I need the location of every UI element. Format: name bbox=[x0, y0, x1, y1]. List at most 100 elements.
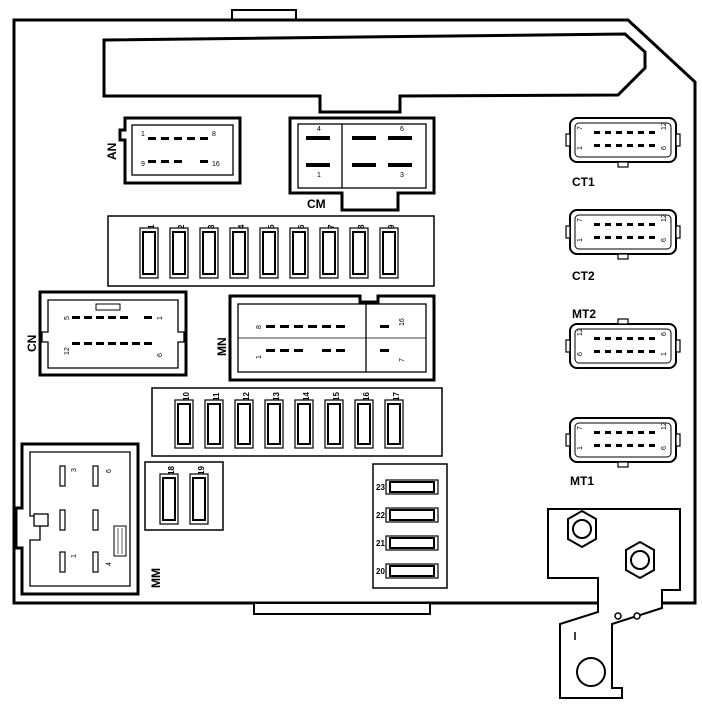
fuse-label: 22 bbox=[376, 511, 385, 520]
fuse-21[interactable] bbox=[389, 537, 435, 549]
mn-pin-label: 16 bbox=[399, 318, 406, 326]
connector-label-an: AN bbox=[105, 143, 119, 160]
fuse-label: 14 bbox=[302, 392, 311, 401]
fuse-9[interactable] bbox=[382, 231, 396, 275]
connector-pin-label: 12 bbox=[661, 214, 668, 222]
fuse-label: 18 bbox=[167, 466, 176, 475]
connector-key bbox=[617, 161, 629, 168]
connector-latch bbox=[565, 433, 571, 447]
cm-pin-label: 6 bbox=[400, 126, 404, 133]
fuse-label: 2 bbox=[177, 224, 186, 229]
connector-pin bbox=[616, 236, 622, 239]
connector-pin-label: 7 bbox=[577, 426, 584, 430]
connector-pin bbox=[627, 337, 633, 340]
fuse-7[interactable] bbox=[322, 231, 336, 275]
connector-pin bbox=[605, 223, 611, 226]
connector-pin bbox=[649, 131, 655, 134]
fuse-label: 4 bbox=[237, 224, 246, 229]
fuse-1[interactable] bbox=[142, 231, 156, 275]
cm-pin-label: 1 bbox=[317, 172, 321, 179]
fuse-label: 7 bbox=[327, 224, 336, 229]
mn-pins bbox=[266, 325, 389, 352]
connector-pin bbox=[638, 350, 644, 353]
connector-pin bbox=[638, 131, 644, 134]
fuse-14[interactable] bbox=[297, 403, 311, 445]
connector-cm: 4 6 1 3 CM bbox=[288, 116, 436, 212]
cm-pin-label: 4 bbox=[317, 126, 321, 133]
connector-pin-label: 6 bbox=[661, 146, 668, 150]
connector-label-ct2: CT2 bbox=[572, 269, 595, 283]
fuse-10[interactable] bbox=[177, 403, 191, 445]
fuse-6[interactable] bbox=[292, 231, 306, 275]
fuse-label: 11 bbox=[212, 392, 221, 401]
connector-label-mt2: MT2 bbox=[572, 307, 596, 321]
connector-pin bbox=[638, 431, 644, 434]
connector-pin-label: 1 bbox=[577, 238, 584, 242]
mn-pin-label: 7 bbox=[399, 358, 406, 362]
fuse-5[interactable] bbox=[262, 231, 276, 275]
connector-pin bbox=[638, 144, 644, 147]
connector-label-cn: CN bbox=[25, 335, 39, 352]
fuse-11[interactable] bbox=[207, 403, 221, 445]
ground-bolt-2 bbox=[625, 540, 655, 580]
connector-latch bbox=[675, 433, 681, 447]
connector-pin bbox=[638, 337, 644, 340]
fuse-label: 9 bbox=[387, 224, 396, 229]
connector-pin-label: 7 bbox=[577, 126, 584, 130]
fuse-label: 8 bbox=[357, 224, 366, 229]
connector-pin bbox=[627, 431, 633, 434]
fuse-label: 19 bbox=[197, 466, 206, 475]
connector-mn: 8 16 1 7 MN bbox=[215, 294, 436, 382]
fuse-3[interactable] bbox=[202, 231, 216, 275]
connector-pin bbox=[605, 131, 611, 134]
an-pin-label: 8 bbox=[212, 131, 216, 138]
fuse-2[interactable] bbox=[172, 231, 186, 275]
mm-pins bbox=[59, 465, 99, 573]
fuse-8[interactable] bbox=[352, 231, 366, 275]
top-latch bbox=[102, 32, 647, 114]
fuse-4[interactable] bbox=[232, 231, 246, 275]
connector-pin-label: 12 bbox=[661, 122, 668, 130]
fuse-20[interactable] bbox=[389, 565, 435, 577]
fuse-18[interactable] bbox=[162, 477, 176, 521]
fuse-23[interactable] bbox=[389, 481, 435, 493]
connector-pin bbox=[638, 223, 644, 226]
connector-pin bbox=[594, 350, 600, 353]
fuse-13[interactable] bbox=[267, 403, 281, 445]
fuse-label: 16 bbox=[362, 392, 371, 401]
connector-mm: 3 6 1 4 MM bbox=[14, 442, 163, 596]
connector-pin bbox=[605, 236, 611, 239]
connector-pin bbox=[627, 444, 633, 447]
connector-pin bbox=[616, 444, 622, 447]
mn-pin-label: 8 bbox=[256, 325, 263, 329]
fuse-label: 12 bbox=[242, 392, 251, 401]
connector-pin bbox=[649, 144, 655, 147]
connector-label-ct1: CT1 bbox=[572, 175, 595, 189]
fuse-16[interactable] bbox=[357, 403, 371, 445]
connector-cn: 5 1 12 6 CN bbox=[25, 290, 188, 377]
fuse-19[interactable] bbox=[192, 477, 206, 521]
connector-pin bbox=[627, 131, 633, 134]
ground-bracket bbox=[547, 508, 681, 699]
fuse-17[interactable] bbox=[387, 403, 401, 445]
mm-pin-label: 3 bbox=[71, 468, 78, 472]
fuse-22[interactable] bbox=[389, 509, 435, 521]
fuse-12[interactable] bbox=[237, 403, 251, 445]
connector-pin bbox=[649, 350, 655, 353]
connector-key bbox=[617, 253, 629, 260]
fuse-label: 5 bbox=[267, 224, 276, 229]
connector-inner bbox=[574, 422, 672, 458]
fuse-15[interactable] bbox=[327, 403, 341, 445]
connector-key bbox=[617, 318, 629, 325]
cn-pin-label: 6 bbox=[157, 353, 164, 357]
connector-pin bbox=[605, 144, 611, 147]
connector-shell bbox=[569, 323, 677, 369]
connector-pin bbox=[616, 431, 622, 434]
connector-inner bbox=[574, 122, 672, 158]
